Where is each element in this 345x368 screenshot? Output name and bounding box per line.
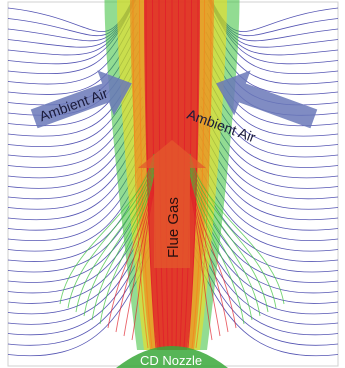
nozzle-label: CD Nozzle xyxy=(140,353,202,368)
flue-gas-label: Flue Gas xyxy=(165,197,182,258)
